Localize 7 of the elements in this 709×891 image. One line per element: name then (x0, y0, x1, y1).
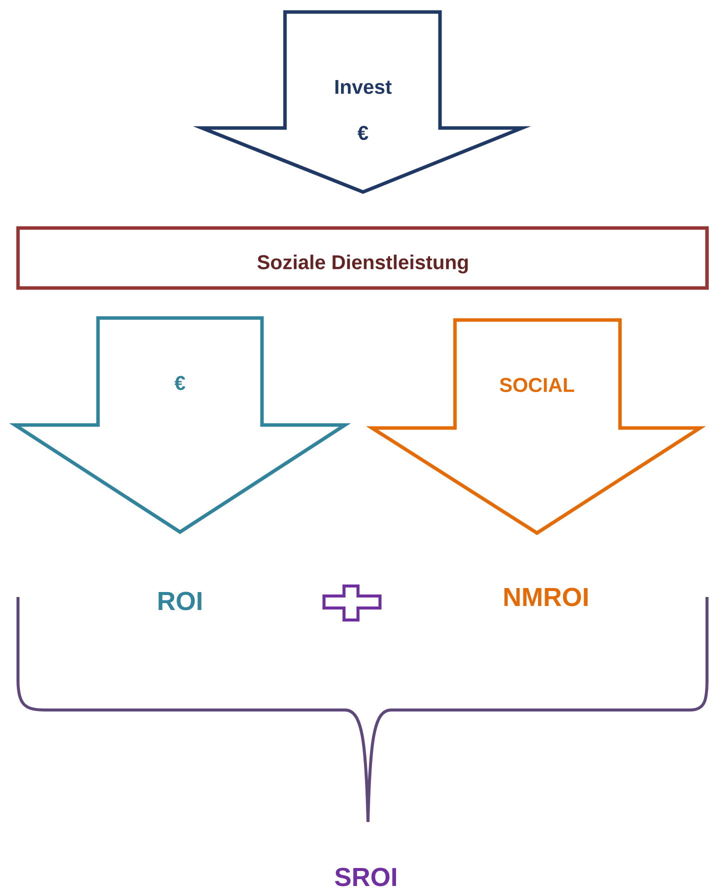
service-bar: Soziale Dienstleistung (16, 226, 709, 290)
result-label: SROI (334, 868, 396, 886)
pointed-block: € (9, 316, 351, 534)
result-label: ROI (158, 592, 202, 610)
pointed-block: Invest € (192, 10, 532, 194)
pointed-block: SOCIAL (366, 318, 706, 536)
result-label: NMROI (504, 588, 588, 606)
